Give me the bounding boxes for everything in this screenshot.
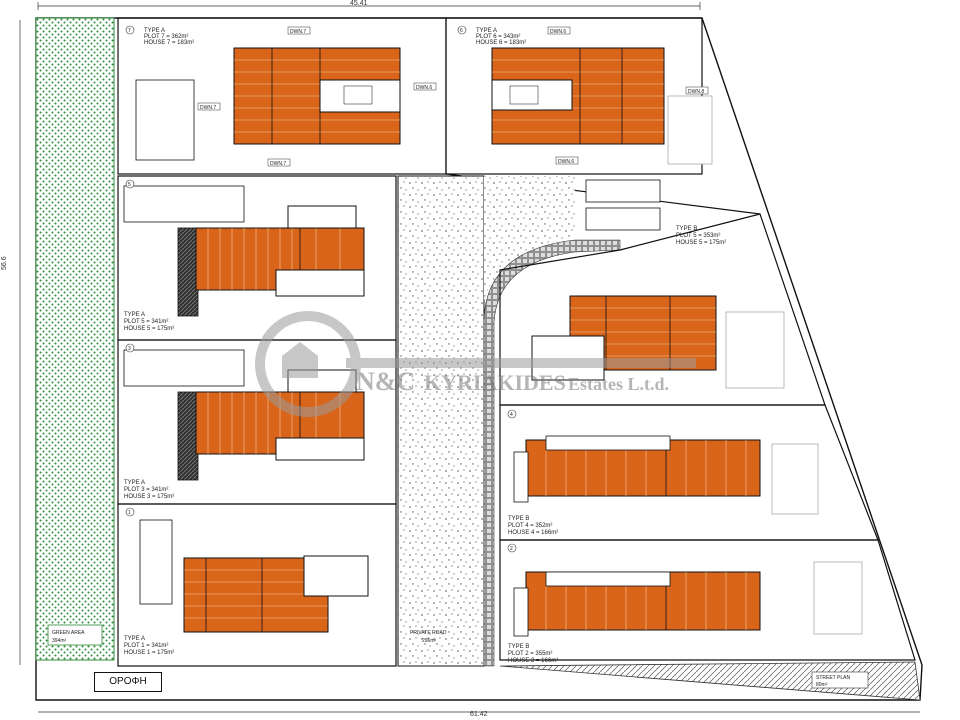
plot-3-number: 3 [128, 346, 131, 352]
plot-1-house: HOUSE 1 = 175m² [124, 650, 174, 656]
private-road-value: 296m² [422, 638, 437, 644]
plot-6-type: TYPE A [476, 28, 497, 34]
plot-5-area: PLOT 5 = 341m² [124, 319, 168, 325]
plot-5-info: 5 TYPE A PLOT 5 = 341m² HOUSE 5 = 175m² [124, 179, 174, 332]
private-road-label: PRIVATE ROAD [410, 630, 447, 636]
plot-6-house: HOUSE 6 = 183m² [476, 40, 526, 46]
bottom-dimension-text: 61.42 [470, 711, 488, 718]
private-road [397, 175, 485, 667]
plot-2-info: 2 TYPE B PLOT 2 = 355m² HOUSE 2 = 166m² [507, 543, 558, 664]
plot-3-area: PLOT 3 = 341m² [124, 487, 168, 493]
plot-b5-area: PLOT 5 = 353m² [676, 233, 720, 239]
plot-7-area: PLOT 7 = 362m² [144, 34, 188, 40]
house-6 [491, 47, 713, 165]
drain-tags: DWN.7 DWN.6 DWN.7 DWN.6 DWN.8 DWN.7 DWN.… [197, 26, 709, 167]
street-plan-label-box [811, 671, 869, 689]
plot-3-house: HOUSE 3 = 175m² [124, 494, 174, 500]
plot-5-house: HOUSE 5 = 175m² [124, 326, 174, 332]
bottom-dimension: 61.42 [38, 711, 920, 718]
plot-2-type: TYPE B [508, 644, 529, 650]
plot-1-info: 1 TYPE A PLOT 1 = 341m² HOUSE 1 = 175m² [124, 507, 174, 656]
plot-3-info: 3 TYPE A PLOT 3 = 341m² HOUSE 3 = 175m² [124, 343, 174, 500]
green-area-label: GREEN AREA [52, 630, 85, 636]
drain-tag: DWN.7 [200, 105, 216, 111]
plot-4-type: TYPE B [508, 516, 529, 522]
plot-1-number: 1 [128, 510, 131, 516]
floor-label-text: ΟΡΟΦΗ [109, 676, 147, 687]
drain-tag: DWN.6 [558, 159, 574, 165]
plot-5-number: 5 [128, 182, 131, 188]
plot-5-type: TYPE A [124, 312, 145, 318]
plot-b5-house: HOUSE 5 = 175m² [676, 240, 726, 246]
drain-tag: DWN.7 [270, 161, 286, 167]
plot-b5-type: TYPE B [676, 226, 697, 232]
plot-b5-boundary [499, 213, 826, 406]
drain-tag: DWN.8 [688, 89, 704, 95]
watermark-suffix: Estates L.t.d. [568, 374, 669, 394]
street-plan-value: 80m² [816, 682, 828, 688]
plot-7-house: HOUSE 7 = 183m² [144, 40, 194, 46]
plot-2-house: HOUSE 2 = 166m² [508, 658, 558, 664]
house-5 [123, 185, 365, 317]
plot-7-info: 7 TYPE A PLOT 7 = 362m² HOUSE 7 = 183m² [125, 25, 194, 46]
street-plan-label: STREET PLAN [816, 675, 850, 681]
plot-6-number: 6 [460, 28, 463, 34]
private-road-curve [484, 176, 575, 300]
green-area-label-box [47, 624, 103, 646]
street-plan [499, 661, 921, 701]
house-2 [513, 561, 863, 637]
watermark-name: KYRIAKIDES [424, 370, 566, 395]
plot-4-area: PLOT 4 = 352m² [508, 523, 552, 529]
plot-4-house: HOUSE 4 = 166m² [508, 530, 558, 536]
house-4 [513, 435, 819, 515]
left-dimension: 56.6 [1, 20, 21, 665]
watermark-prefix: N&C [356, 367, 415, 396]
floor-label: ΟΡΟΦΗ [94, 672, 162, 692]
plot-7-type: TYPE A [144, 28, 165, 34]
drain-tag: DWN.6 [550, 29, 566, 35]
house-1 [139, 519, 369, 633]
top-dimension: 45.41 [37, 0, 701, 10]
plot-7-number: 7 [128, 28, 131, 34]
house-3 [123, 349, 365, 481]
plot-6-area: PLOT 6 = 343m² [476, 34, 520, 40]
plot-1-area: PLOT 1 = 341m² [124, 643, 168, 649]
plot-2-number: 2 [510, 546, 513, 552]
drain-tag: DWN.6 [416, 85, 432, 91]
plot-b5-info: TYPE B PLOT 5 = 353m² HOUSE 5 = 175m² [676, 226, 726, 246]
left-dimension-text: 56.6 [1, 256, 8, 270]
top-dimension-text: 45.41 [350, 0, 368, 7]
plot-4-info: 4 TYPE B PLOT 4 = 352m² HOUSE 4 = 166m² [507, 409, 558, 536]
plot-4-number: 4 [510, 412, 513, 418]
plot-6-info: 6 TYPE A PLOT 6 = 343m² HOUSE 6 = 183m² [457, 25, 526, 46]
plot-2-boundary [499, 539, 916, 661]
plot-1-type: TYPE A [124, 636, 145, 642]
plot-2-area: PLOT 2 = 355m² [508, 651, 552, 657]
plot-1-boundary [117, 503, 397, 667]
watermark: N&C KYRIAKIDES Estates L.t.d. [255, 311, 696, 417]
green-area-value: 394m² [52, 638, 67, 644]
drain-tag: DWN.7 [290, 29, 306, 35]
green-area [35, 17, 115, 661]
plot-3-type: TYPE A [124, 480, 145, 486]
house-7 [135, 47, 401, 161]
